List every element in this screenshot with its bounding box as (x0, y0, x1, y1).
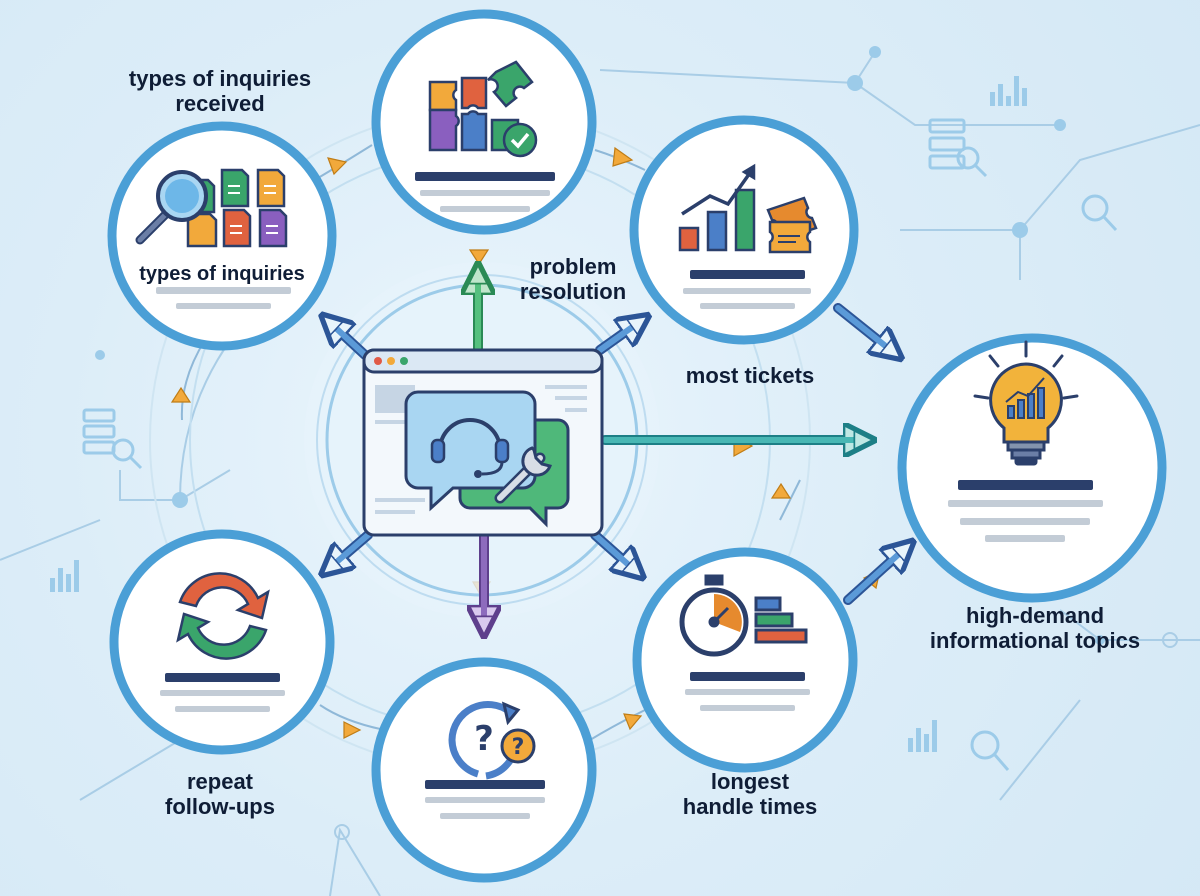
label-repeat-follow-ups: repeat follow-ups (165, 769, 275, 819)
support-chat-window-icon (362, 348, 604, 537)
label-most-tickets: most tickets (685, 363, 815, 388)
node-text-placeholders (156, 172, 1103, 819)
background-node-ring (1162, 632, 1178, 648)
background-node-ring (334, 824, 350, 840)
label-problem-resolution: problem resolution (519, 254, 627, 304)
question-cycle-icon: ? ? (448, 701, 536, 780)
label-types-of-inquiries: types of inquiries (139, 263, 305, 285)
magnifier-documents-icon (135, 168, 288, 248)
label-high-demand-topics: high-demand informational topics (929, 603, 1141, 653)
background-server-search-icon (82, 408, 143, 470)
background-bar-icon (908, 720, 937, 752)
question-mark-glyph: ? (474, 719, 494, 759)
refresh-arrows-icon (176, 572, 270, 660)
stopwatch-bars-icon (679, 574, 808, 657)
hub-arrows (325, 268, 910, 632)
label-longest-handle-times: longest handle times (682, 769, 818, 819)
question-mark-glyph: ? (512, 735, 525, 760)
background-bar-icon (990, 76, 1027, 106)
puzzle-check-icon (428, 60, 538, 158)
bar-chart-tickets-icon (678, 163, 818, 254)
label-types-of-inquiries-received: types of inquiries received (128, 66, 312, 116)
background-search-icon (1081, 194, 1118, 232)
background-search-icon (970, 730, 1010, 771)
background-bar-icon (50, 560, 79, 592)
background-server-search-icon (928, 118, 988, 178)
lightbulb-chart-icon (973, 340, 1079, 466)
